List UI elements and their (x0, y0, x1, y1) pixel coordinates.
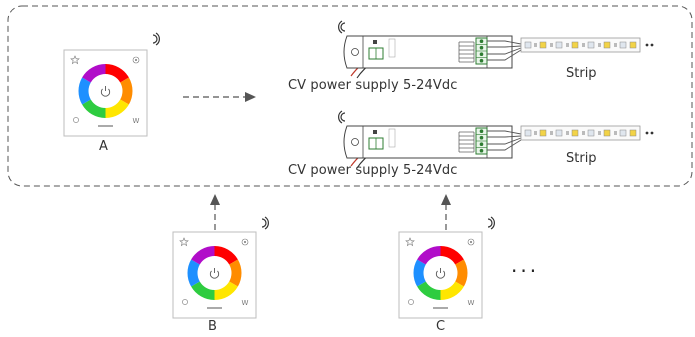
svg-text:W: W (468, 299, 475, 307)
star-icon (179, 237, 189, 247)
power-icon (100, 86, 111, 97)
receiver-1 (338, 20, 522, 79)
dim-icon (73, 117, 79, 123)
star-icon (70, 55, 80, 65)
dim-icon (408, 299, 414, 305)
strip-1-label: Strip (566, 66, 597, 81)
mode-icon (241, 238, 249, 246)
receiver-2-power-label: CV power supply 5-24Vdc (288, 163, 458, 178)
more-panels-ellipsis: ··· (511, 259, 540, 283)
dim-icon (182, 299, 188, 305)
group-frame (7, 5, 693, 187)
mode-icon (132, 56, 140, 64)
panel-c: W (398, 231, 483, 319)
receiver-1-power-label: CV power supply 5-24Vdc (288, 78, 458, 93)
panel-b: W (172, 231, 257, 319)
brand-mark (207, 307, 222, 309)
wifi-signal-icon (261, 216, 269, 230)
panel-a: W (63, 49, 148, 137)
wifi-signal-icon (152, 32, 160, 46)
strip-leds (524, 129, 637, 137)
brand-mark (433, 307, 448, 309)
arrow-a-to-receivers (183, 92, 256, 102)
panel-c-label: C (436, 319, 446, 334)
color-wheel-icon (413, 246, 468, 300)
wifi-signal-icon (338, 20, 346, 34)
brand-mark (98, 125, 113, 127)
strip-leds (524, 41, 637, 49)
panel-b-label: B (208, 319, 217, 334)
strip-2-label: Strip (566, 151, 597, 166)
wifi-signal-icon (487, 216, 495, 230)
panel-a-label: A (99, 139, 108, 154)
wifi-signal-icon (338, 110, 346, 124)
led-strip-2 (520, 125, 654, 141)
arrow-c-to-frame (441, 194, 451, 230)
star-icon (405, 237, 415, 247)
power-icon (435, 268, 446, 279)
receiver-2 (338, 110, 522, 169)
led-strip-1 (520, 37, 654, 53)
svg-text:W: W (133, 117, 140, 125)
arrow-b-to-frame (210, 194, 220, 230)
mode-icon (467, 238, 475, 246)
svg-text:W: W (242, 299, 249, 307)
color-wheel-icon (187, 246, 242, 300)
color-wheel-icon (78, 64, 133, 118)
power-icon (209, 268, 220, 279)
